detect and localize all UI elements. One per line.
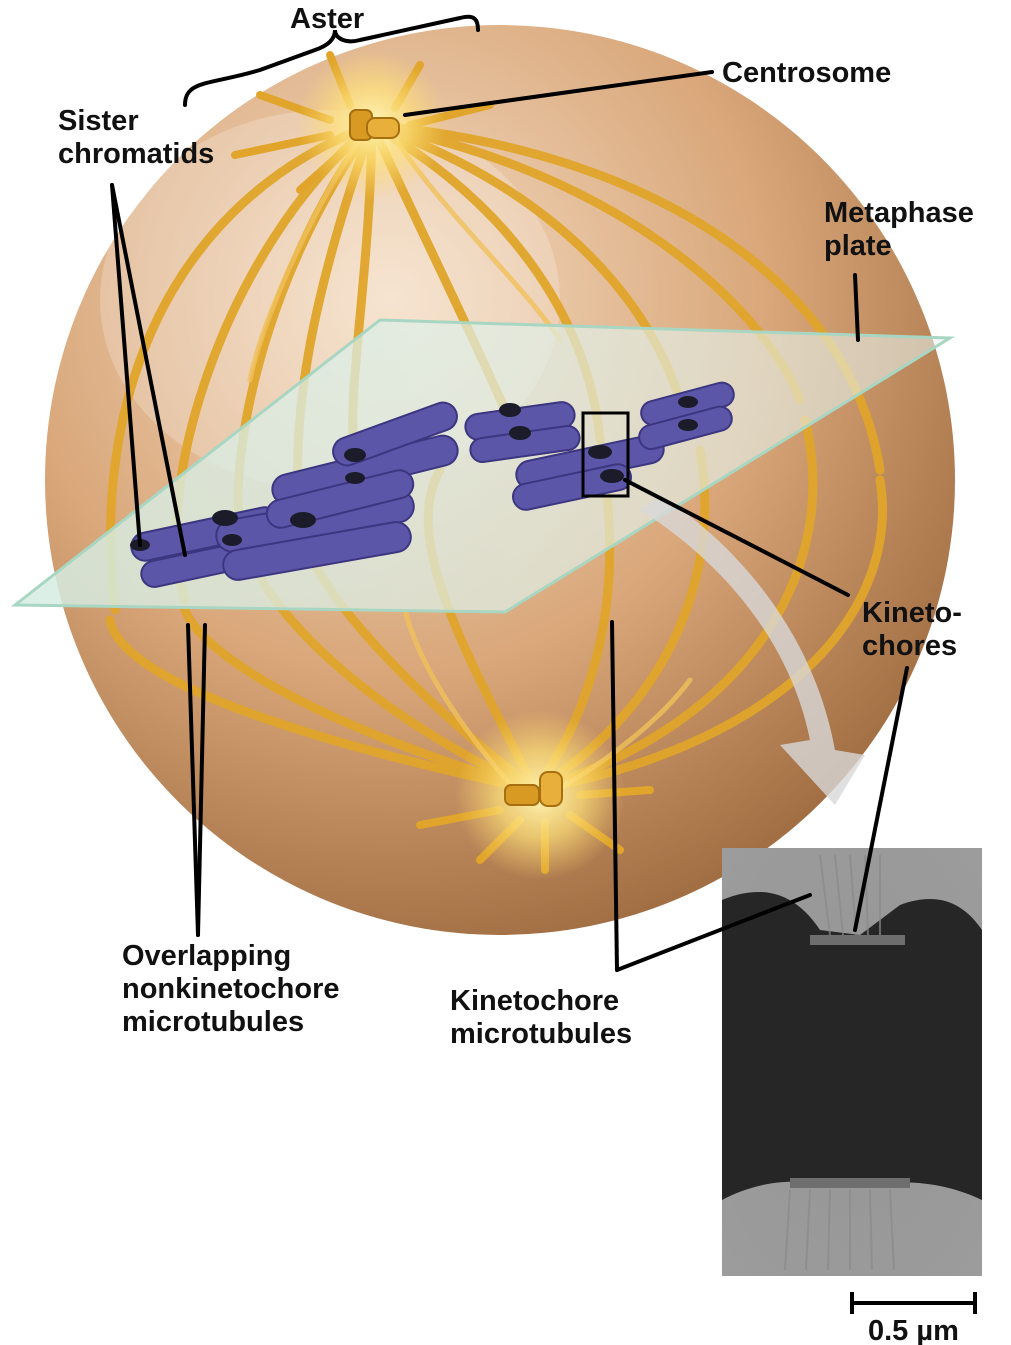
label-kinetochores-2: chores bbox=[862, 630, 957, 662]
label-overlapping-1: Overlapping bbox=[122, 940, 291, 972]
label-sister-chromatids-2: chromatids bbox=[58, 138, 214, 170]
label-centrosome: Centrosome bbox=[722, 57, 891, 89]
label-kinetochore-microtubules-1: Kinetochore bbox=[450, 985, 619, 1017]
label-overlapping-2: nonkinetochore bbox=[122, 973, 340, 1005]
label-metaphase-plate-1: Metaphase bbox=[824, 197, 974, 229]
scale-bar-label: 0.5 µm bbox=[868, 1315, 959, 1345]
label-metaphase-plate-2: plate bbox=[824, 230, 892, 262]
label-kinetochore-microtubules-2: microtubules bbox=[450, 1018, 632, 1050]
scale-bar bbox=[852, 1292, 975, 1314]
label-sister-chromatids-1: Sister bbox=[58, 105, 139, 137]
label-kinetochores-1: Kineto- bbox=[862, 597, 962, 629]
label-overlapping-3: microtubules bbox=[122, 1006, 304, 1038]
label-aster: Aster bbox=[290, 3, 364, 35]
